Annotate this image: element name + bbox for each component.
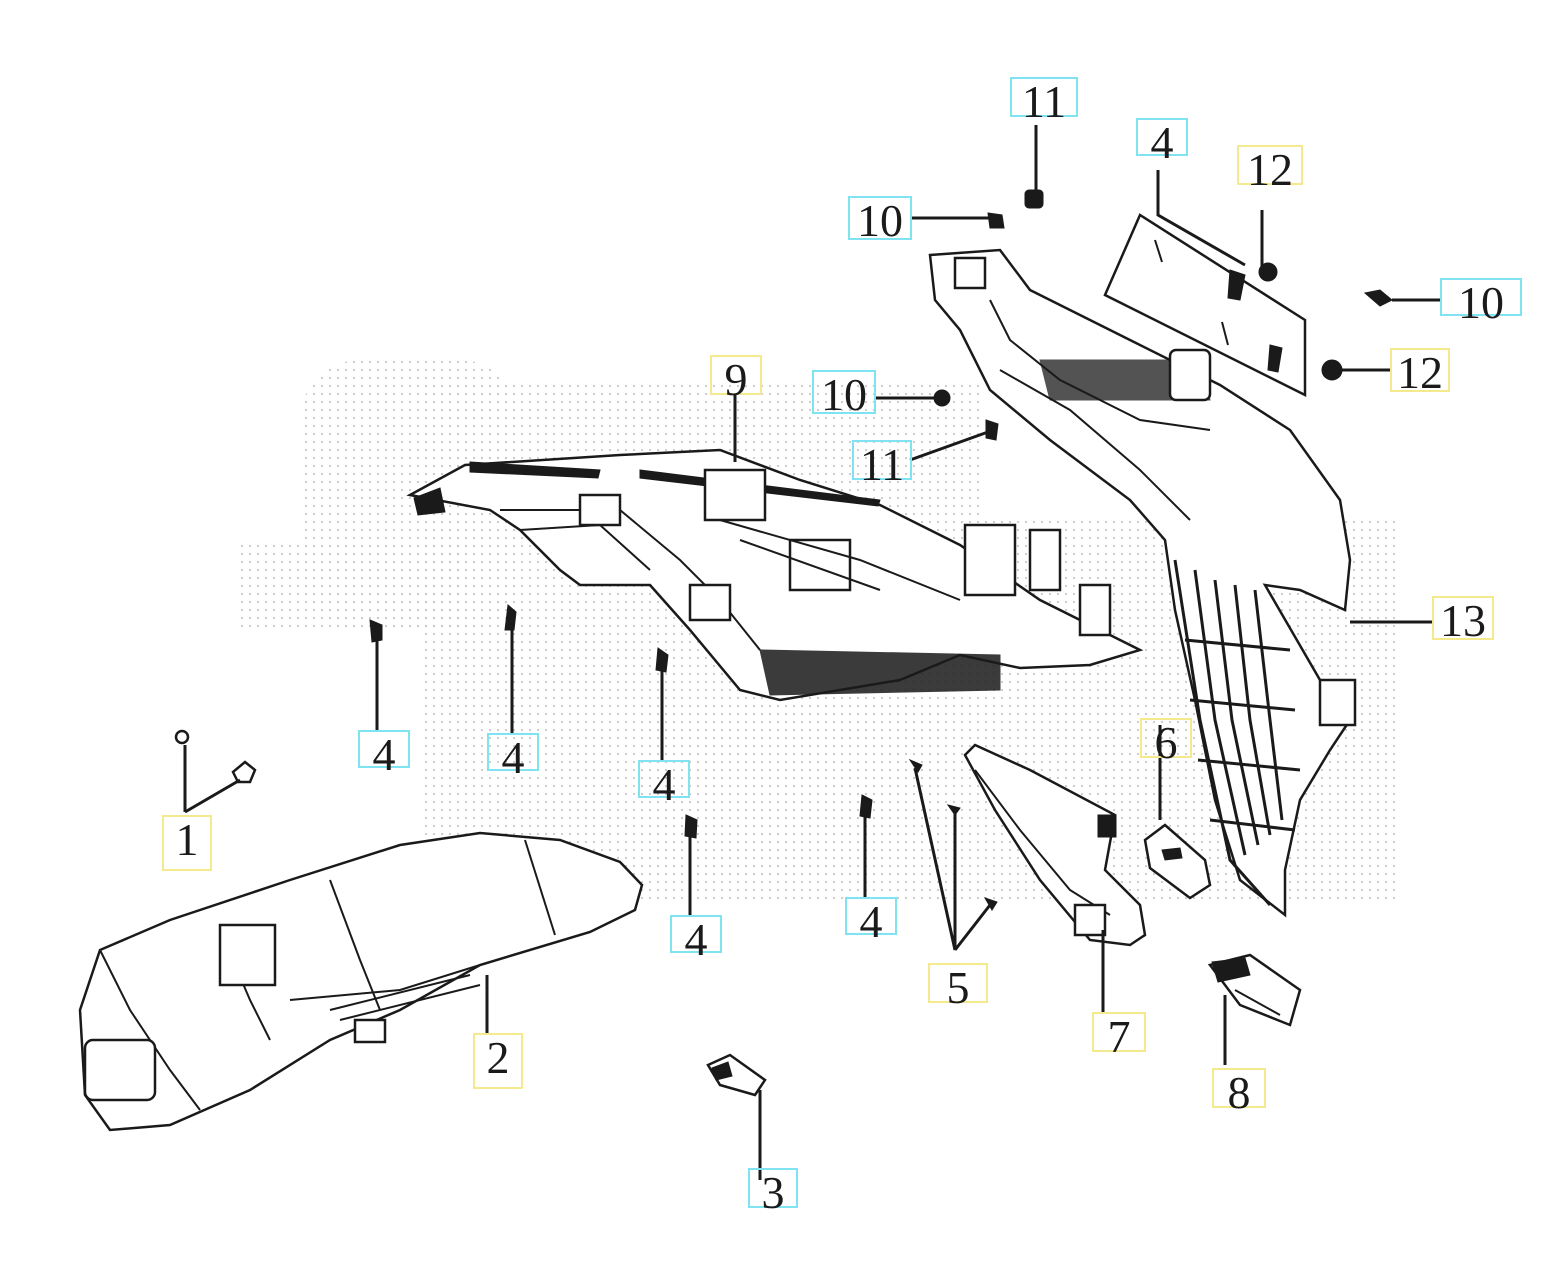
callout-4-e: 4 <box>845 897 897 945</box>
callout-3: 3 <box>748 1168 798 1216</box>
callout-1: 1 <box>162 815 212 871</box>
callout-5: 5 <box>928 963 988 1011</box>
callout-4-a: 4 <box>358 730 410 778</box>
part-13-tail-assembly <box>928 248 1357 918</box>
callout-12-a: 12 <box>1237 145 1303 193</box>
part-9-seat-frame <box>406 448 1144 702</box>
fasteners <box>369 189 1393 911</box>
part-3-clip <box>706 1053 767 1097</box>
callout-13: 13 <box>1432 596 1494 644</box>
callout-12-b: 12 <box>1390 348 1450 396</box>
license-plate-bracket <box>1103 213 1307 398</box>
callout-4-b: 4 <box>487 733 539 781</box>
callout-10-a: 10 <box>848 196 912 244</box>
callout-10-b: 10 <box>812 370 876 418</box>
callout-4-f: 4 <box>1136 118 1188 166</box>
callout-7: 7 <box>1092 1012 1146 1060</box>
callout-10-c: 10 <box>1440 278 1522 326</box>
callout-4-d: 4 <box>670 915 722 963</box>
part-6-reflector <box>1143 823 1212 900</box>
callout-11-b: 11 <box>852 440 912 488</box>
part-8-plate-light <box>1207 953 1302 1027</box>
callout-8: 8 <box>1212 1068 1266 1116</box>
callout-2: 2 <box>473 1033 523 1089</box>
leader-lines <box>183 125 1440 1180</box>
part-1-bolts <box>174 729 257 784</box>
callout-4-c: 4 <box>638 760 690 808</box>
part-7-reflector-bracket <box>963 743 1147 947</box>
callout-6: 6 <box>1140 718 1192 766</box>
callout-11-a: 11 <box>1010 77 1078 125</box>
part-2-rear-fender <box>78 831 644 1132</box>
callout-9: 9 <box>710 355 762 403</box>
